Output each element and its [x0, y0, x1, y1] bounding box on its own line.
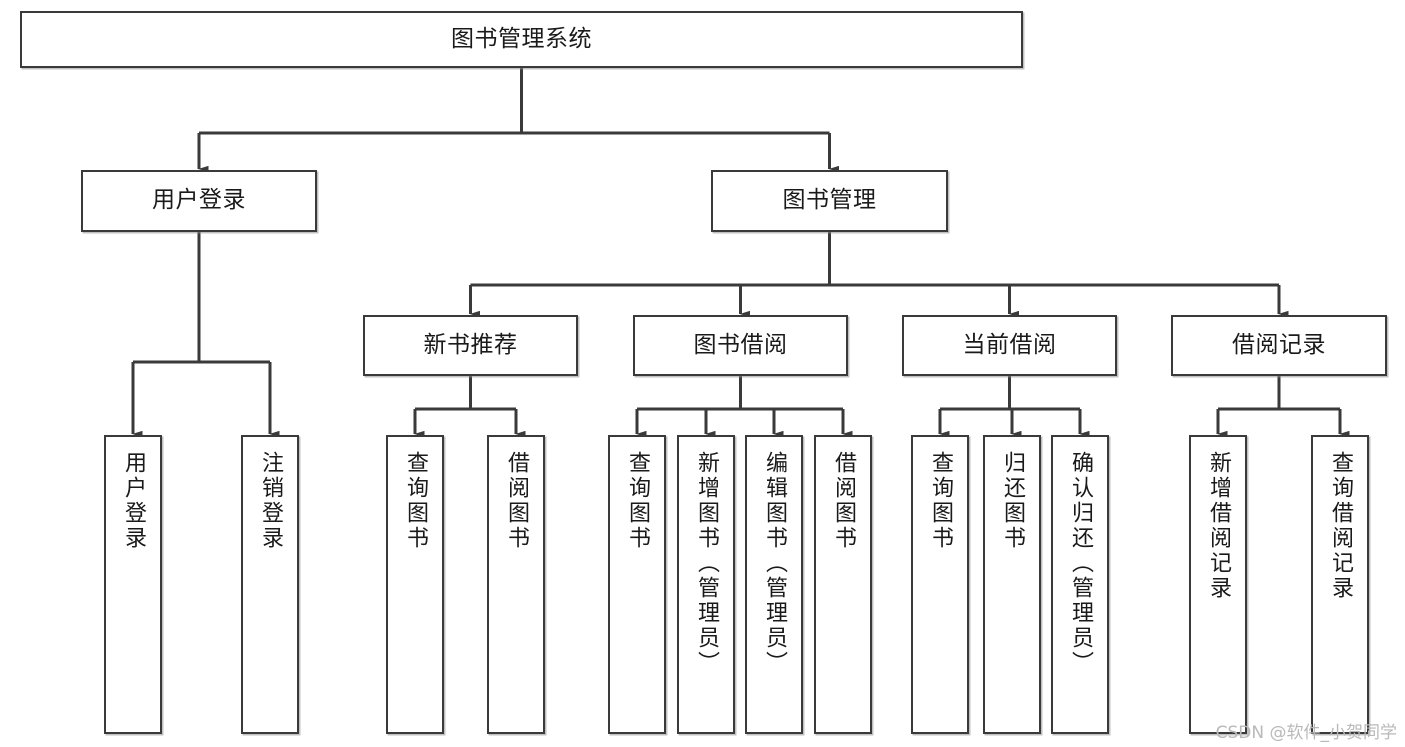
node-current[interactable]: 当前借阅: [902, 315, 1117, 376]
node-l-login[interactable]: 用户登录: [104, 435, 162, 734]
node-label: 确认归还（管理员）: [1068, 451, 1093, 676]
node-login[interactable]: 用户登录: [81, 170, 317, 232]
node-records[interactable]: 借阅记录: [1171, 315, 1387, 376]
edge-paths: [131, 68, 1350, 438]
node-r-query[interactable]: 查询借阅记录: [1311, 435, 1369, 734]
node-label: 借阅图书: [831, 451, 856, 551]
node-c-query[interactable]: 查询图书: [911, 435, 969, 734]
node-n-borrow[interactable]: 借阅图书: [487, 435, 545, 734]
node-label: 新书推荐: [423, 331, 518, 358]
node-label: 新增借阅记录: [1206, 451, 1231, 601]
node-root[interactable]: 图书管理系统: [20, 11, 1023, 68]
node-label: 图书管理: [782, 187, 877, 214]
node-n-query[interactable]: 查询图书: [386, 435, 444, 734]
node-label: 图书管理系统: [451, 25, 592, 52]
node-b-borrow[interactable]: 借阅图书: [814, 435, 872, 734]
node-label: 当前借阅: [962, 331, 1057, 358]
node-c-return[interactable]: 归还图书: [983, 435, 1041, 734]
node-b-query[interactable]: 查询图书: [608, 435, 666, 734]
node-label: 用户登录: [152, 187, 246, 214]
node-label: 图书借阅: [693, 331, 788, 358]
node-label: 编辑图书（管理员）: [762, 451, 787, 676]
node-label: 注销登录: [258, 451, 283, 551]
node-borrowbook[interactable]: 图书借阅: [633, 315, 848, 376]
node-label: 借阅图书: [504, 451, 529, 551]
node-r-add[interactable]: 新增借阅记录: [1189, 435, 1247, 734]
node-label: 借阅记录: [1232, 331, 1326, 358]
node-label: 查询图书: [928, 451, 953, 551]
node-label: 查询图书: [625, 451, 650, 551]
node-label: 归还图书: [1000, 451, 1025, 551]
node-b-edit[interactable]: 编辑图书（管理员）: [745, 435, 803, 734]
node-label: 查询借阅记录: [1328, 451, 1353, 601]
node-l-logout[interactable]: 注销登录: [241, 435, 299, 734]
node-label: 查询图书: [403, 451, 428, 551]
node-label: 新增图书（管理员）: [694, 451, 719, 676]
node-label: 用户登录: [121, 451, 146, 551]
node-newbook[interactable]: 新书推荐: [363, 315, 578, 376]
node-c-confirm[interactable]: 确认归还（管理员）: [1051, 435, 1109, 734]
node-b-add[interactable]: 新增图书（管理员）: [677, 435, 735, 734]
node-bookmgmt[interactable]: 图书管理: [711, 170, 948, 232]
